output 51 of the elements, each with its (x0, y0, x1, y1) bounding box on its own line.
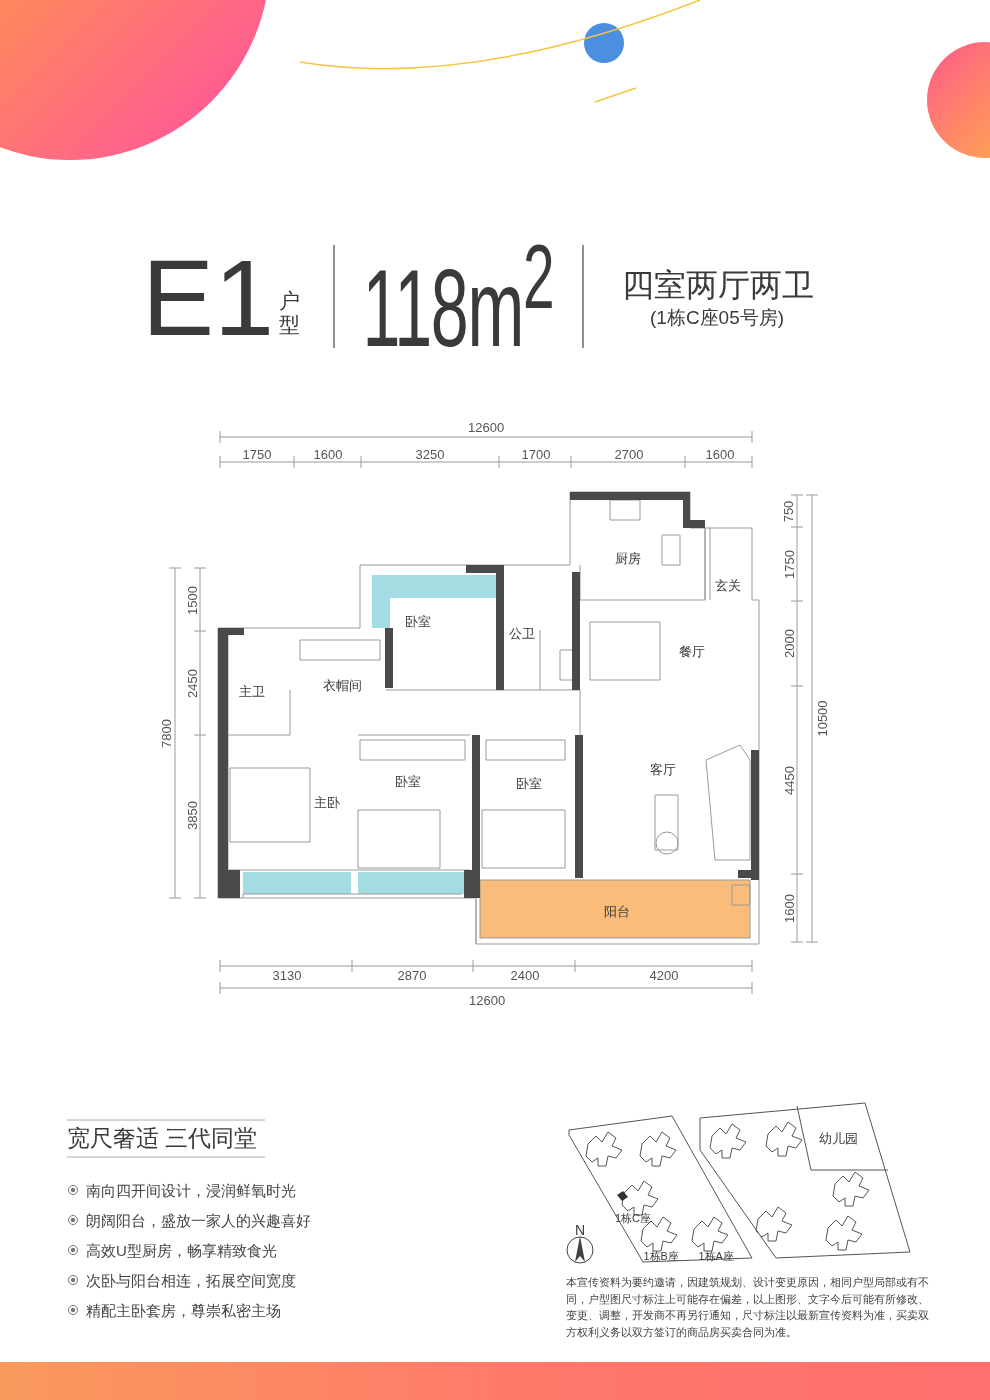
building-label: 1栋B座 (643, 1250, 679, 1262)
dimension-text: 10500 (815, 699, 829, 737)
compass-letter: N (575, 1223, 586, 1237)
room-label: 餐厅 (679, 644, 705, 658)
dimension-text: 2450 (185, 668, 199, 698)
dimension-text: 3850 (185, 800, 199, 830)
room-label: 阳台 (604, 904, 630, 918)
feature-text: 次卧与阳台相连，拓展空间宽度 (86, 1272, 296, 1288)
section-heading: 宽尺奢适 三代同堂 (67, 1126, 258, 1150)
feature-text: 高效U型厨房，畅享精致食光 (86, 1242, 277, 1258)
dimension-text: 3130 (272, 968, 302, 982)
dimension-text: 12600 (468, 420, 505, 434)
unit-code: E1 (142, 244, 275, 352)
dimension-text: 2870 (397, 968, 427, 982)
dimension-text: 750 (782, 500, 796, 522)
dimension-text: 4200 (649, 968, 679, 982)
room-label: 主卫 (239, 684, 265, 698)
disclaimer-text: 本宣传资料为要约邀请，因建筑规划、设计变更原因，相同户型局部或有不同，户型图尺寸标注上可能存在偏差，以上图形、文字今后可能有所修改、变更、调整，开发商不再另行通知，尺寸标注以最新宣传资料为准，买卖双方权利义务以双方签订的商品房买卖合同为准。 (566, 1275, 930, 1340)
room-label: 衣帽间 (322, 678, 362, 692)
room-label: 公卫 (509, 626, 535, 640)
dimension-text: 1750 (242, 447, 272, 461)
dimension-text: 1500 (185, 585, 199, 615)
dimension-text: 3250 (415, 447, 445, 461)
dimension-text: 7800 (159, 718, 173, 748)
building-label: 1栋C座 (615, 1212, 652, 1224)
area-label: 幼儿园 (818, 1131, 858, 1145)
feature-text: 朗阔阳台，盛放一家人的兴趣喜好 (86, 1212, 311, 1228)
dimension-text: 4450 (782, 765, 796, 795)
dimension-text: 1750 (782, 549, 796, 579)
room-label: 厨房 (615, 551, 641, 565)
building-label: 1栋A座 (698, 1250, 734, 1262)
dimension-text: 12600 (469, 993, 506, 1007)
dimension-text: 2400 (510, 968, 540, 982)
dimension-text: 2700 (614, 447, 644, 461)
area-figure: 118m$^{2}$ (362, 231, 554, 363)
dimension-text: 1600 (705, 447, 735, 461)
feature-text: 南向四开间设计，浸润鲜氧时光 (86, 1182, 296, 1198)
room-number: (1栋C座05号房) (650, 307, 785, 327)
room-label: 卧室 (405, 614, 431, 628)
dimension-text: 1600 (782, 893, 796, 923)
room-label: 玄关 (715, 578, 741, 592)
dimension-text: 1700 (521, 447, 551, 461)
room-label: 卧室 (516, 776, 542, 790)
feature-text: 精配主卧套房，尊崇私密主场 (86, 1302, 281, 1318)
dimension-text: 1600 (313, 447, 343, 461)
dimension-text: 2000 (782, 628, 796, 658)
room-label: 主卧 (314, 795, 340, 809)
unit-type-label: 户型 (279, 289, 301, 338)
room-label: 客厅 (650, 762, 676, 776)
layout-title: 四室两厅两卫 (622, 269, 814, 301)
room-label: 卧室 (395, 774, 421, 788)
